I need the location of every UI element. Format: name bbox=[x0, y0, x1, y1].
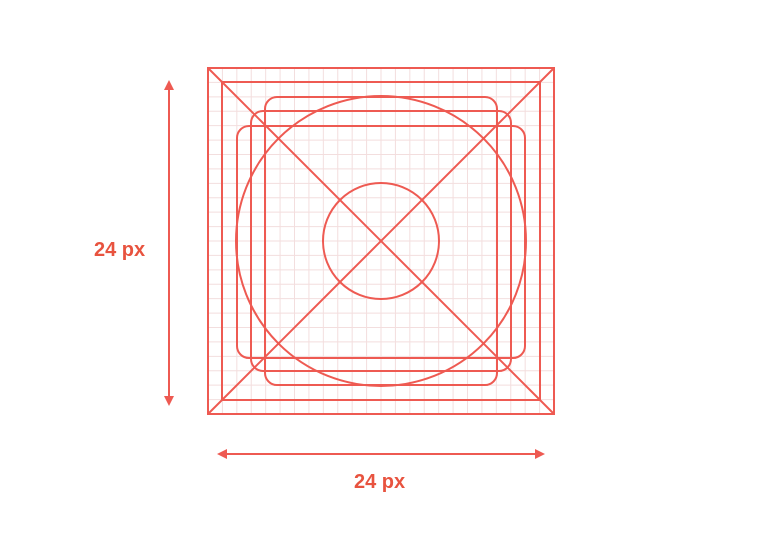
inner-padding-square bbox=[221, 81, 541, 401]
square-keyline bbox=[250, 110, 512, 372]
height-dimension-label: 24 px bbox=[94, 239, 146, 261]
outer-square bbox=[207, 67, 555, 415]
center-circle bbox=[322, 182, 440, 300]
circle-keyline bbox=[235, 95, 527, 387]
width-dimension-label: 24 px bbox=[354, 471, 406, 493]
